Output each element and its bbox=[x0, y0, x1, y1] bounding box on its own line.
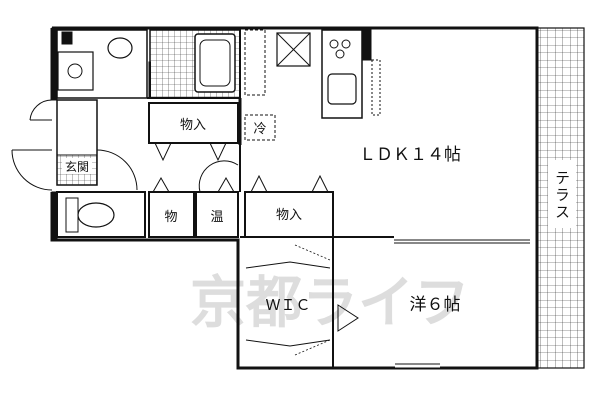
kitchen bbox=[244, 29, 381, 119]
partitions bbox=[147, 28, 394, 368]
fridge-space: 冷 bbox=[244, 114, 276, 141]
storage-small-label: 物 bbox=[164, 210, 177, 225]
outer-walls bbox=[50, 26, 539, 370]
water-heater-label: 温 bbox=[210, 210, 223, 225]
terrace: テラス bbox=[536, 27, 585, 369]
lower-rooms: 物 温 bbox=[56, 160, 239, 238]
entrance: 玄関 bbox=[11, 99, 138, 191]
toilet-icon-top bbox=[107, 37, 133, 59]
walk-in-closet: ＷＩＣ bbox=[245, 244, 359, 356]
fridge-label: 冷 bbox=[253, 122, 266, 137]
stove-burner-icon bbox=[329, 39, 339, 49]
western-room-label: 洋６帖 bbox=[410, 295, 461, 315]
storage-top: 物入 bbox=[148, 102, 239, 162]
toilet-icon bbox=[77, 202, 115, 228]
entrance-label: 玄関 bbox=[65, 159, 89, 174]
ldk-label: ＬＤＫ１４帖 bbox=[359, 145, 461, 165]
wet-area bbox=[56, 29, 241, 99]
terrace-label: テラス bbox=[553, 170, 571, 221]
storage-mid-label: 物入 bbox=[276, 208, 302, 223]
storage-mid: 物入 bbox=[244, 174, 334, 238]
wic-label: ＷＩＣ bbox=[265, 296, 310, 314]
storage-top-label: 物入 bbox=[180, 118, 206, 133]
